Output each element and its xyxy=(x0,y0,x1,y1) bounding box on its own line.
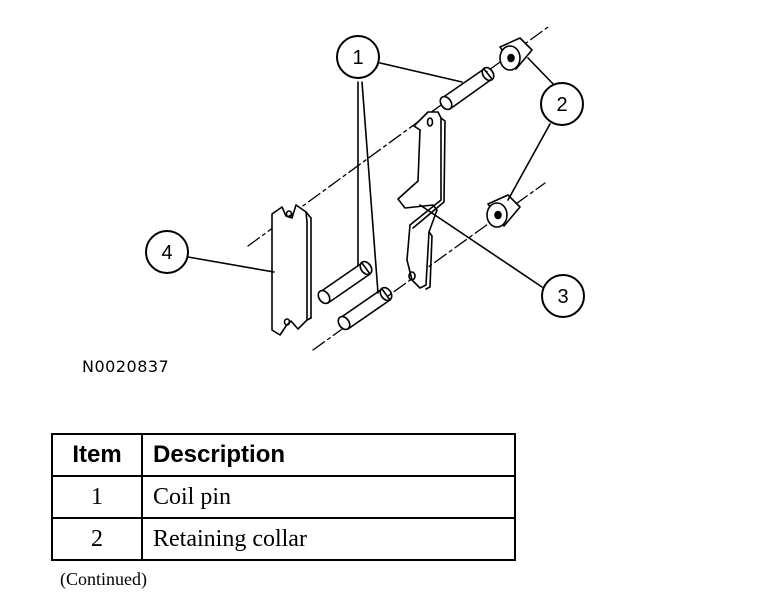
table-row: 2 Retaining collar xyxy=(51,517,516,561)
header-item: Item xyxy=(51,433,143,477)
callout-number-2: 2 xyxy=(556,94,567,116)
continued-note: (Continued) xyxy=(60,569,147,589)
table-row: 1 Coil pin xyxy=(51,475,516,519)
figure-reference-id: N0020837 xyxy=(82,357,170,376)
coil-pin-lower xyxy=(337,286,393,331)
callout-circle-2 xyxy=(540,82,584,126)
callout-number-3: 3 xyxy=(557,286,568,308)
coil-pin-middle xyxy=(317,260,373,305)
plate-part-4 xyxy=(271,204,312,336)
callout-circle-3 xyxy=(541,274,585,318)
row-description: Coil pin xyxy=(141,475,516,519)
bracket-part-3 xyxy=(397,111,446,290)
header-description: Description xyxy=(141,433,516,477)
row-item-number: 2 xyxy=(51,517,143,561)
leader-2-b xyxy=(507,123,551,201)
row-description: Retaining collar xyxy=(141,517,516,561)
leader-1-a xyxy=(379,62,463,83)
callout-number-1: 1 xyxy=(352,47,363,69)
leader-2-a xyxy=(527,57,558,89)
table-header-row: Item Description xyxy=(51,433,516,477)
parts-table: Item Description 1 Coil pin 2 Retaining … xyxy=(51,433,516,561)
coil-pin-upper xyxy=(439,66,495,111)
callout-number-4: 4 xyxy=(161,242,172,264)
callout-circle-1 xyxy=(336,35,380,79)
callout-circle-4 xyxy=(145,230,189,274)
exploded-parts-diagram: 1 2 3 4 xyxy=(145,26,585,351)
retaining-collar-upper xyxy=(499,37,533,71)
leader-1-c xyxy=(361,81,379,294)
leader-4 xyxy=(187,256,275,273)
row-item-number: 1 xyxy=(51,475,143,519)
leader-3 xyxy=(419,204,543,288)
retaining-collar-lower xyxy=(486,194,521,228)
